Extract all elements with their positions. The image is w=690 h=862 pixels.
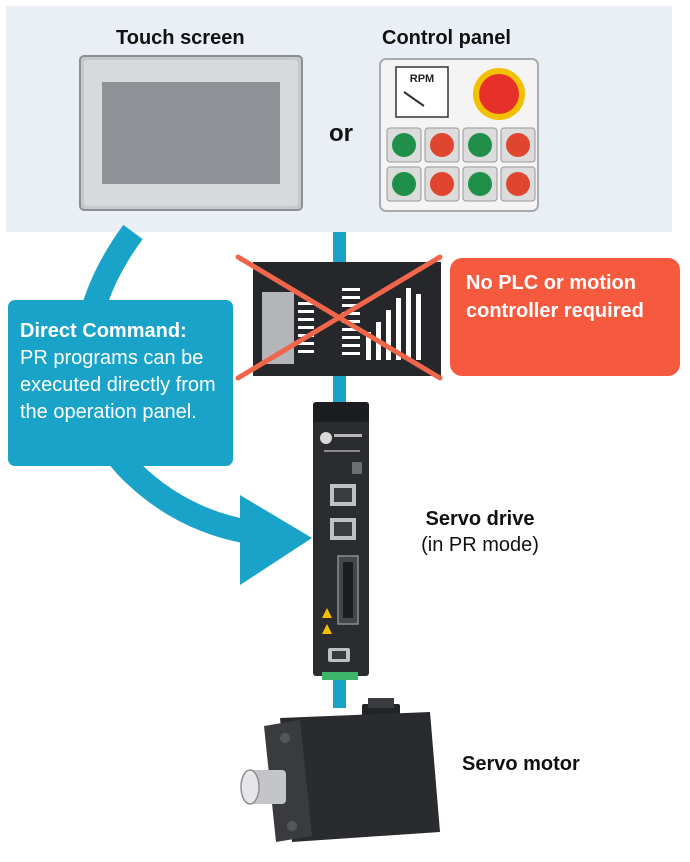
servo-drive-mode: (in PR mode) <box>421 534 539 556</box>
direct-command-body: PR programs can be executed directly fro… <box>20 347 216 423</box>
rpm-label: RPM <box>410 73 434 85</box>
servo-drive-icon <box>313 402 369 680</box>
direct-command-text: Direct Command: PR programs can be execu… <box>20 318 225 426</box>
or-label: or <box>329 120 353 147</box>
no-plc-text: No PLC or motion controller required <box>466 272 644 322</box>
direct-command-callout <box>8 300 233 466</box>
touch-screen-icon <box>79 55 303 211</box>
servo-drive-label: Servo drive (in PR mode) <box>390 506 570 558</box>
direct-command-title: Direct Command: <box>20 320 187 342</box>
touch-screen-label: Touch screen <box>116 27 245 49</box>
control-panel-icon <box>379 58 539 212</box>
control-panel-label: Control panel <box>382 27 511 49</box>
cross-icon <box>235 254 443 381</box>
no-plc-callout <box>450 258 680 376</box>
servo-motor-label: Servo motor <box>462 753 580 775</box>
servo-drive-name: Servo drive <box>425 508 535 530</box>
cable-line-lower <box>333 676 346 708</box>
servo-motor-icon <box>240 698 440 842</box>
